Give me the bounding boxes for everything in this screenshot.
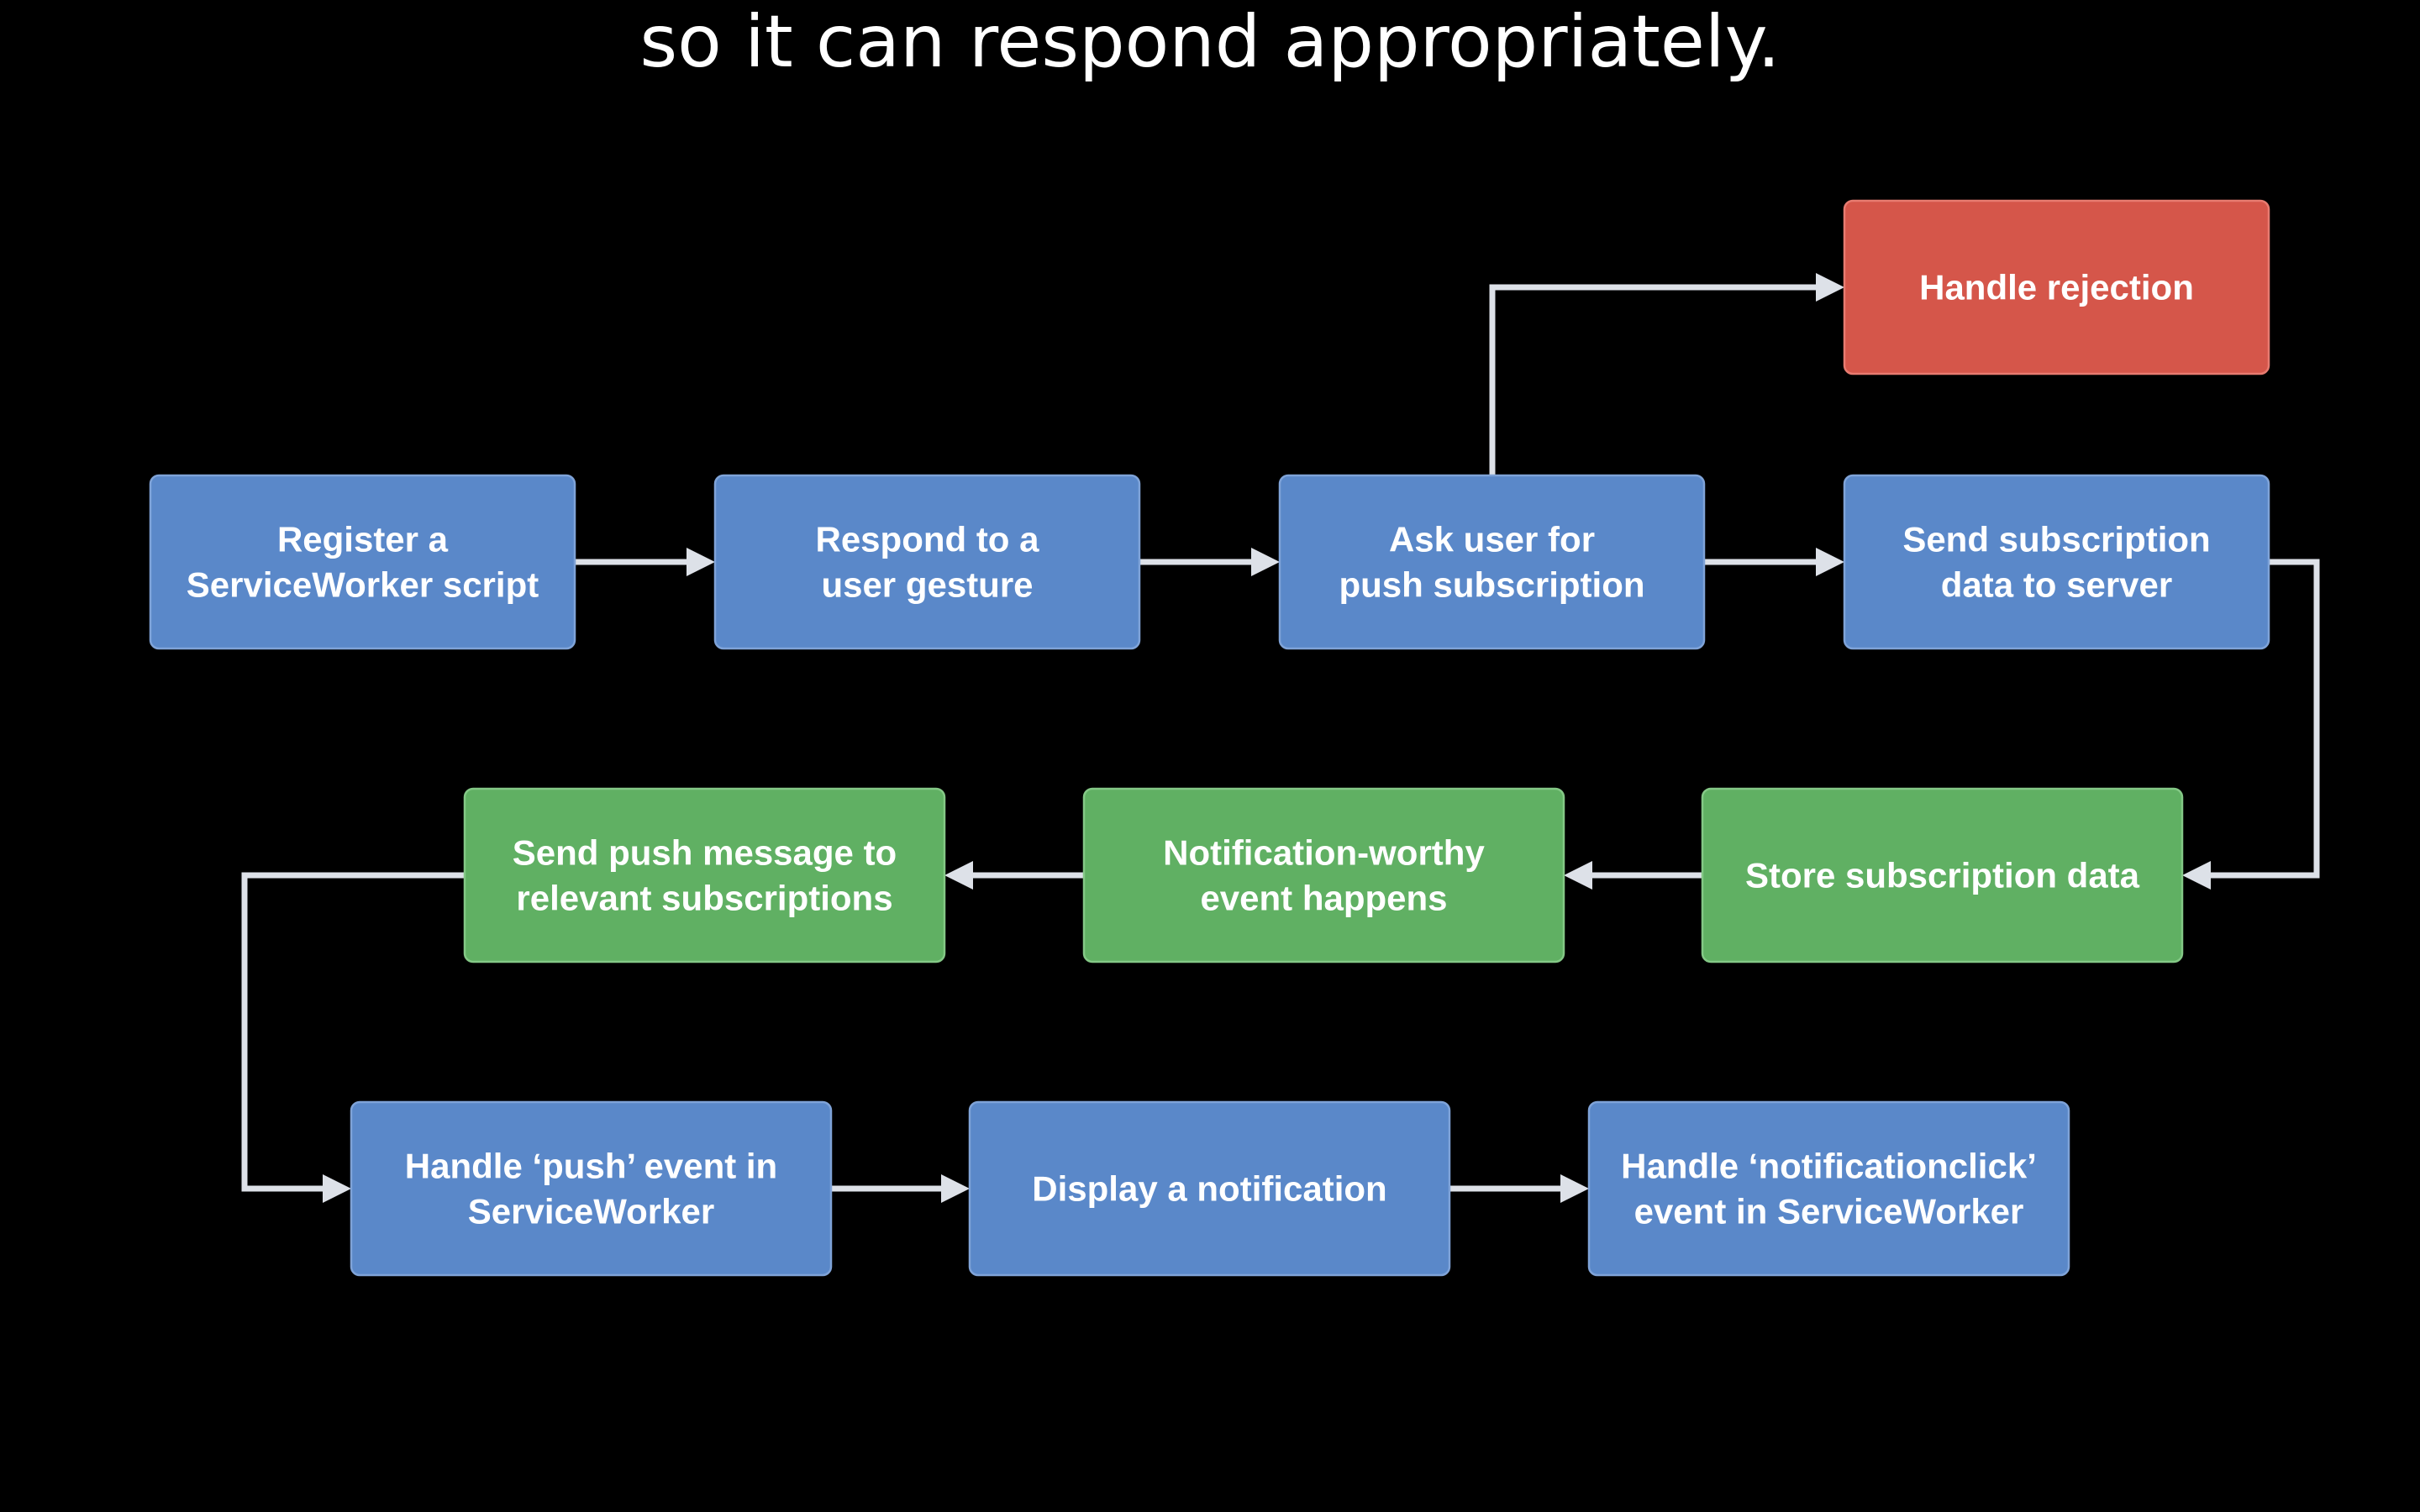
node-label-line: user gesture	[821, 565, 1033, 605]
connector-line	[2211, 559, 2320, 879]
connector-line	[241, 872, 465, 1192]
nodes: Register a ServiceWorker script Respond to…	[149, 199, 2270, 1277]
edge-event-to-send_push	[944, 861, 1084, 890]
arrowhead-icon	[1564, 861, 1592, 890]
node-box	[713, 474, 1141, 650]
edge-gesture-to-ask	[1139, 548, 1280, 576]
node-label-line: Display a notification	[1032, 1169, 1386, 1209]
node-box	[350, 1100, 833, 1277]
node-label-line: event in ServiceWorker	[1634, 1192, 2024, 1231]
node-label-line: event happens	[1200, 879, 1447, 918]
node-box	[968, 1100, 1451, 1277]
connectors	[241, 273, 2320, 1203]
edge-register-to-gesture	[575, 548, 715, 576]
arrowhead-icon	[2182, 861, 2211, 890]
node-label-line: Notification-worthy	[1163, 833, 1485, 873]
node-label-line: Ask user for	[1389, 520, 1595, 559]
node-label-line: ServiceWorker script	[187, 565, 539, 605]
node-box	[1701, 787, 2184, 963]
edge-display-to-handle_click	[1449, 1174, 1589, 1203]
node-handle-click: Handle ‘notificationclick’ event in Servi…	[1587, 1100, 2070, 1277]
node-box	[149, 474, 576, 650]
node-handle-push: Handle ‘push’ event in ServiceWorker	[350, 1100, 833, 1277]
node-label-line: Send push message to	[513, 833, 897, 873]
node-display: Display a notification	[968, 1100, 1451, 1277]
node-label-line: ServiceWorker	[468, 1192, 714, 1231]
arrowhead-icon	[1816, 273, 1844, 302]
edge-handle_push-to-display	[831, 1174, 970, 1203]
arrowhead-icon	[944, 861, 973, 890]
arrowhead-icon	[1816, 548, 1844, 576]
node-event: Notification-worthy event happens	[1082, 787, 1565, 963]
edge-store-to-event	[1564, 861, 1702, 890]
node-register: Register a ServiceWorker script	[149, 474, 576, 650]
node-ask: Ask user for push subscription	[1278, 474, 1706, 650]
node-send-sub: Send subscription data to server	[1843, 474, 2270, 650]
node-label-line: relevant subscriptions	[516, 879, 892, 918]
node-label-line: Send subscription	[1902, 520, 2210, 559]
node-label-line: Register a	[277, 520, 449, 559]
arrowhead-icon	[323, 1174, 351, 1203]
node-label-line: Handle ‘push’ event in	[405, 1147, 777, 1186]
slide-caption: so it can respond appropriately.	[639, 0, 1781, 84]
node-label-line: data to server	[1941, 565, 2172, 605]
arrowhead-icon	[1560, 1174, 1589, 1203]
connector-line	[1489, 284, 1816, 475]
node-gesture: Respond to a user gesture	[713, 474, 1141, 650]
node-label-line: Respond to a	[815, 520, 1039, 559]
node-label-line: Handle ‘notificationclick’	[1621, 1147, 2037, 1186]
node-label-line: push subscription	[1339, 565, 1644, 605]
node-send-push: Send push message to relevant subscriptio…	[463, 787, 946, 963]
node-box	[463, 787, 946, 963]
arrowhead-icon	[941, 1174, 970, 1203]
node-box	[1843, 199, 2270, 375]
node-rejection: Handle rejection	[1843, 199, 2270, 375]
arrowhead-icon	[687, 548, 715, 576]
arrowhead-icon	[1251, 548, 1280, 576]
edge-ask-to-send_sub	[1704, 548, 1844, 576]
node-store: Store subscription data	[1701, 787, 2184, 963]
node-box	[1587, 1100, 2070, 1277]
node-label-line: Store subscription data	[1745, 856, 2140, 895]
edge-send_sub-to-store	[2182, 559, 2320, 890]
node-box	[1843, 474, 2270, 650]
edge-send_push-to-handle_push	[241, 872, 465, 1203]
edge-ask-to-rejection	[1489, 273, 1844, 475]
node-box	[1278, 474, 1706, 650]
node-label-line: Handle rejection	[1919, 268, 2194, 307]
node-box	[1082, 787, 1565, 963]
